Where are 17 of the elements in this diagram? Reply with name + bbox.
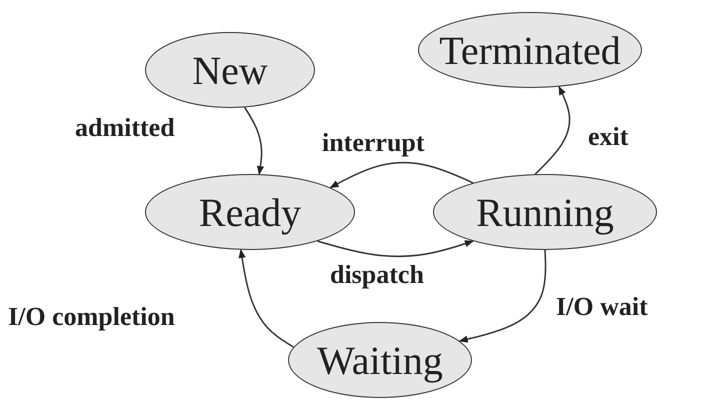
arrow xyxy=(244,107,264,176)
arrow xyxy=(330,162,474,188)
state-name: New xyxy=(192,46,268,94)
arrow xyxy=(458,250,546,343)
state-name: Waiting xyxy=(317,336,443,384)
edge-label: admitted xyxy=(75,113,175,143)
edge-label: I/O completion xyxy=(8,302,175,332)
arrow xyxy=(534,86,570,175)
arrow xyxy=(317,240,474,258)
arrow xyxy=(238,248,294,348)
state-name: Terminated xyxy=(439,26,621,74)
state-name: Running xyxy=(476,188,614,236)
edge-label: I/O wait xyxy=(556,292,648,322)
edge-label: exit xyxy=(588,122,628,152)
edge-label: dispatch xyxy=(330,260,424,290)
edge-label: interrupt xyxy=(322,128,425,158)
state-name: Ready xyxy=(198,188,302,236)
